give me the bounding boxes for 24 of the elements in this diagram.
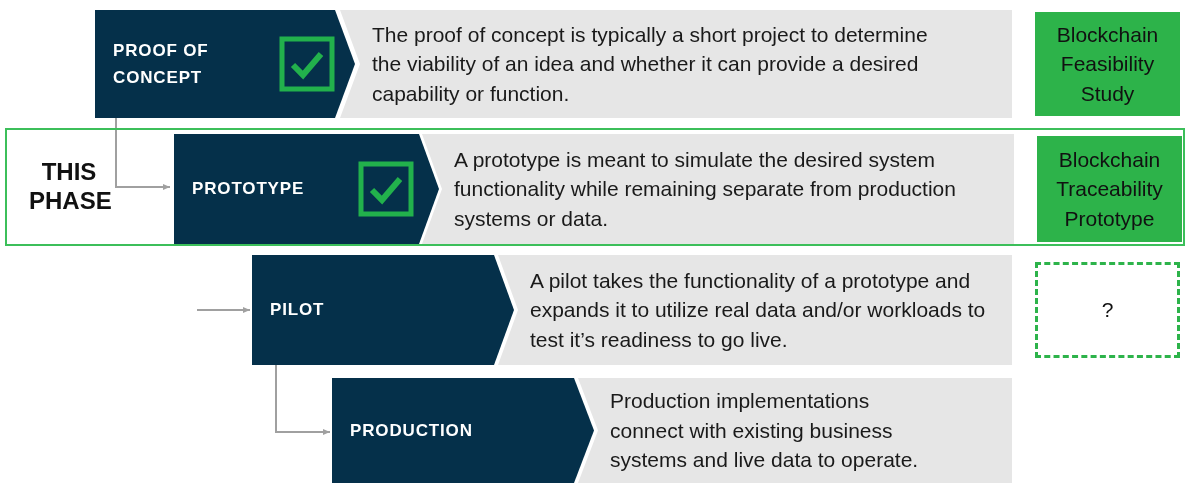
dashed-box: ? (1035, 262, 1180, 358)
description-text: Production implementations connect with existing business systems and live data to operate. (610, 388, 920, 474)
phase-frame (5, 128, 1185, 246)
result-box: Blockchain Traceability Prototype (1037, 136, 1182, 242)
description-panel (498, 255, 1012, 365)
description-panel (340, 10, 1012, 118)
stage-panel (332, 378, 594, 483)
stage-title: PILOT (270, 299, 326, 322)
description-text: The proof of concept is typically a short project to determine the viability of an idea and whether it can provide a desired capability or function. (372, 21, 929, 107)
description-panel (578, 378, 1012, 483)
connector-arrow (275, 364, 331, 435)
connector-arrow (115, 117, 171, 190)
description-text: A pilot takes the functionality of a prototype and expands it to utilize real data and/or workloads to test it’s readiness to go live. (530, 267, 987, 353)
stage-title: PROOF OF CONCEPT (113, 39, 210, 89)
stage-title: PRODUCTION (350, 419, 474, 442)
result-box: Blockchain Feasibility Study (1035, 12, 1180, 116)
description-panel (422, 134, 1014, 244)
phase-label: THIS PHASE (29, 158, 109, 216)
stage-panel (174, 134, 439, 244)
stage-panel (95, 10, 355, 118)
description-text: A prototype is meant to simulate the desired system functionality while remaining separate from production systems or data. (454, 146, 957, 232)
connector-arrow (196, 307, 251, 313)
stage-panel (252, 255, 514, 365)
stage-title: PROTOTYPE (192, 178, 306, 201)
